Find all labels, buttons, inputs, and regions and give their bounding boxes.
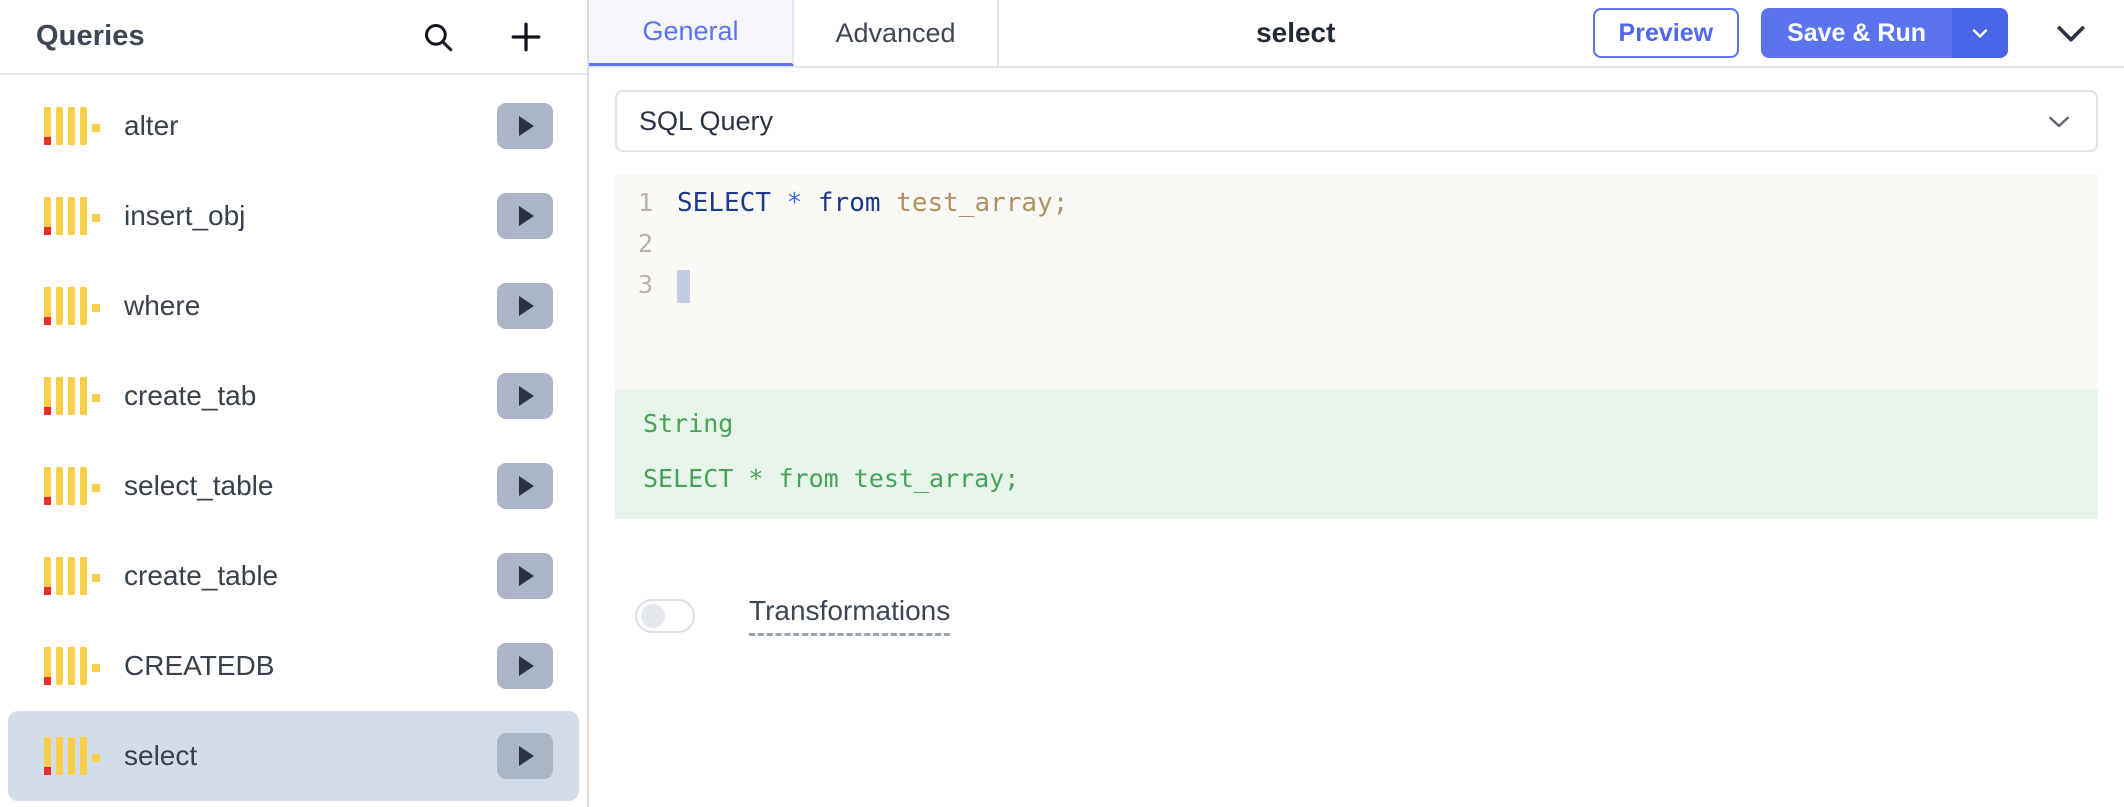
queries-sidebar: Queries alter (0, 0, 589, 807)
toolbar-actions: Preview Save & Run (1592, 0, 2124, 66)
query-bars-icon (44, 733, 100, 779)
query-item-label: CREATEDB (124, 650, 275, 681)
query-list-item-create-table[interactable]: create_table (8, 531, 579, 621)
play-icon[interactable] (497, 553, 553, 599)
query-item-label: select (124, 740, 198, 771)
code-line-content: SELECT * from test_array; (677, 188, 1068, 218)
query-list-item-createdb[interactable]: CREATEDB (8, 621, 579, 711)
query-list-item-alter[interactable]: alter (8, 81, 579, 171)
toggle-knob (641, 603, 665, 628)
play-icon[interactable] (497, 283, 553, 329)
query-bars-icon (44, 643, 100, 689)
query-bars-icon (44, 463, 100, 509)
play-icon[interactable] (497, 463, 553, 509)
chevron-down-icon[interactable] (1952, 8, 2008, 58)
sql-keyword-from: from (817, 188, 881, 218)
play-icon[interactable] (497, 643, 553, 689)
query-bars-icon (44, 193, 100, 239)
query-result-panel: String SELECT * from test_array; (615, 389, 2098, 519)
query-item-label: select_table (124, 470, 274, 501)
code-line-3: 3 (615, 270, 2098, 311)
code-line-2: 2 (615, 229, 2098, 270)
query-item-label: alter (124, 110, 179, 141)
sql-star: * (786, 188, 803, 218)
query-type-value: SQL Query (639, 105, 774, 136)
query-list-item-create-tab[interactable]: create_tab (8, 351, 579, 441)
sql-keyword-select: SELECT (677, 188, 771, 218)
chevron-down-icon[interactable] (2044, 6, 2098, 60)
editor-content: SQL Query 1 SELECT * from test_array; 2 (589, 68, 2124, 807)
query-type-select[interactable]: SQL Query (615, 90, 2098, 152)
tab-general[interactable]: General (589, 0, 794, 66)
query-list: alter insert_obj where (0, 75, 587, 807)
save-run-button[interactable]: Save & Run (1761, 8, 1952, 58)
query-bars-icon (44, 373, 100, 419)
transformations-label[interactable]: Transformations (749, 595, 951, 636)
line-number: 1 (637, 188, 653, 217)
play-icon[interactable] (497, 103, 553, 149)
query-item-label: create_table (124, 560, 279, 591)
preview-button[interactable]: Preview (1592, 8, 1740, 58)
page-title: select (1256, 17, 1336, 48)
query-item-label: create_tab (124, 380, 257, 411)
sidebar-header: Queries (0, 0, 587, 75)
sidebar-title: Queries (36, 20, 145, 52)
editor-toolbar: General Advanced select Preview Save & R… (589, 0, 2124, 68)
play-icon[interactable] (497, 193, 553, 239)
sql-code-editor[interactable]: 1 SELECT * from test_array; 2 3 (615, 174, 2098, 389)
query-list-item-where[interactable]: where (8, 261, 579, 351)
transformations-row: Transformations (615, 595, 2098, 636)
text-cursor (677, 270, 690, 303)
search-icon[interactable] (411, 10, 465, 64)
result-type-label: String (643, 409, 734, 438)
main-panel: General Advanced select Preview Save & R… (589, 0, 2124, 807)
query-list-item-select-table[interactable]: select_table (8, 441, 579, 531)
save-and-run-split-button[interactable]: Save & Run (1761, 8, 2008, 58)
line-number: 2 (637, 229, 653, 258)
chevron-down-icon[interactable] (2044, 106, 2074, 136)
code-line-content (677, 270, 690, 304)
plus-icon[interactable] (499, 10, 553, 64)
tab-advanced[interactable]: Advanced (794, 0, 999, 66)
query-item-label: insert_obj (124, 200, 246, 231)
code-line-1: 1 SELECT * from test_array; (615, 188, 2098, 229)
query-bars-icon (44, 103, 100, 149)
play-icon[interactable] (497, 373, 553, 419)
result-value: SELECT * from test_array; (643, 464, 1020, 493)
transformations-toggle[interactable] (635, 598, 695, 633)
sql-semicolon: ; (1052, 188, 1069, 218)
play-icon[interactable] (497, 733, 553, 779)
query-bars-icon (44, 553, 100, 599)
query-list-item-insert-obj[interactable]: insert_obj (8, 171, 579, 261)
query-list-item-select[interactable]: select (8, 711, 579, 801)
query-item-label: where (124, 290, 201, 321)
query-bars-icon (44, 283, 100, 329)
sql-identifier: test_array (896, 188, 1053, 218)
line-number: 3 (637, 270, 653, 299)
